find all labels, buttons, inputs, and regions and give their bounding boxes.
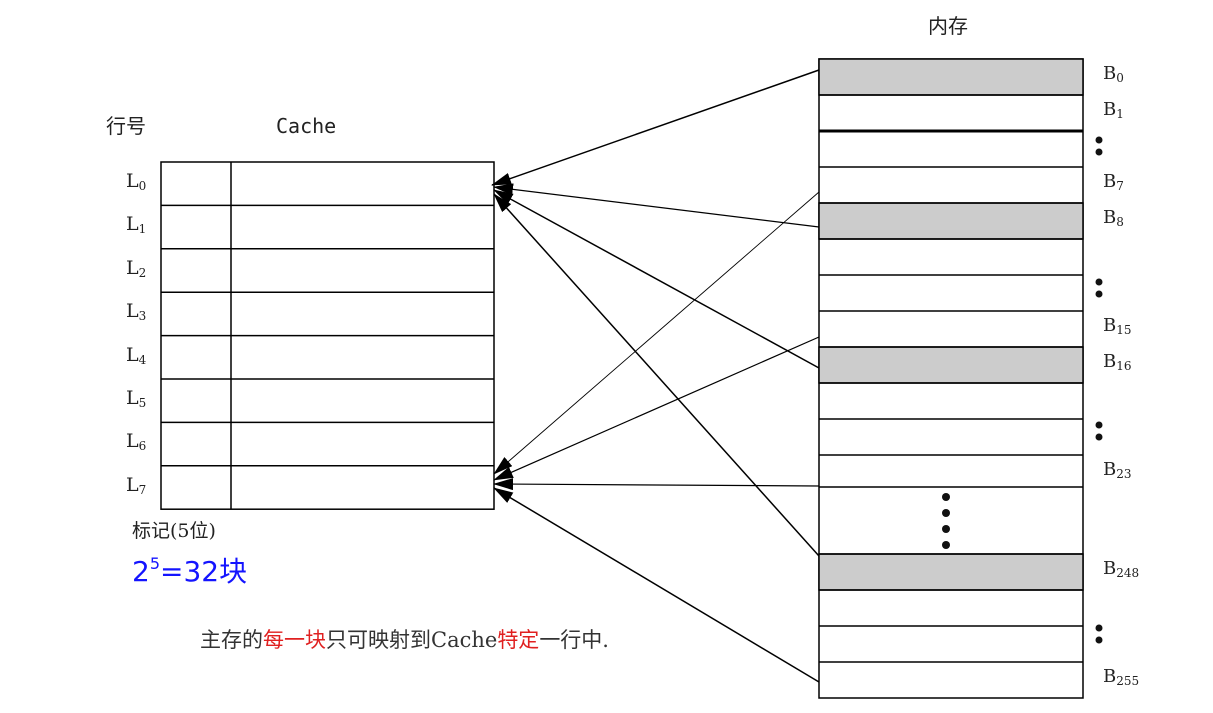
mapping-arrow: [493, 487, 820, 683]
mapping-arrow: [493, 478, 820, 491]
power-base: 2: [132, 555, 150, 588]
cache-line-label: L4: [126, 343, 147, 367]
mapping-arrow: [493, 189, 820, 369]
cache-line-label: L6: [126, 430, 147, 454]
cache-line-prefix: L: [126, 213, 139, 236]
side-ellipsis-dot: [1095, 433, 1103, 441]
memory-block-label: B15: [1103, 315, 1132, 337]
memory-block-shaded: [818, 202, 1084, 240]
memory-block-label: B248: [1103, 558, 1140, 580]
memory-block-index: 23: [1116, 467, 1132, 481]
line-number-title: 行号: [106, 114, 146, 138]
memory-block-label: B1: [1103, 99, 1124, 121]
memory-block-prefix: B: [1103, 666, 1117, 687]
memory-block-label: B8: [1103, 207, 1124, 229]
memory-block-shaded: [818, 553, 1084, 591]
memory-block-label: B16: [1103, 351, 1132, 373]
tag-label: 标记(5位): [132, 520, 216, 542]
ellipsis-dot: [942, 541, 950, 549]
memory-block-index: 7: [1116, 179, 1124, 193]
memory-block-label: B255: [1103, 666, 1140, 688]
cache-line-index: 6: [138, 439, 147, 454]
ellipsis-dot: [942, 493, 950, 501]
mapping-arrow: [493, 193, 820, 557]
memory-block-label: B23: [1103, 459, 1132, 481]
cache-line-label: L5: [126, 387, 147, 410]
memory-block-prefix: B: [1103, 558, 1117, 579]
cache-line-prefix: L: [126, 300, 139, 323]
caption-highlight-2: 特定: [497, 628, 540, 652]
memory-block-prefix: B: [1103, 459, 1117, 480]
cache-line-prefix: L: [126, 473, 139, 496]
mapping-caption: 主存的每一块只可映射到Cache特定一行中.: [200, 630, 609, 651]
cache-line-index: 7: [138, 482, 147, 497]
memory-block-prefix: B: [1103, 351, 1117, 372]
memory-block-prefix: B: [1103, 207, 1117, 228]
side-ellipsis-dot: [1095, 421, 1103, 429]
mapping-arrow: [493, 336, 820, 481]
cache-line-index: 2: [138, 265, 147, 280]
caption-part-1: 主存的: [200, 628, 263, 652]
cache-line-label: L1: [126, 213, 147, 237]
memory-block-index: 1: [1116, 107, 1124, 121]
cache-title: Cache: [276, 114, 337, 138]
power-result: =32块: [160, 555, 248, 588]
mapping-arrows: [491, 69, 820, 683]
memory-block-index: 255: [1116, 674, 1140, 688]
memory-block-index: 0: [1116, 71, 1124, 85]
mapping-arrow: [493, 191, 820, 475]
block-count-formula: 25=32块: [132, 556, 247, 586]
mapping-arrow: [493, 183, 820, 228]
cache-line-label: L7: [126, 473, 147, 497]
side-ellipsis-dot: [1095, 148, 1103, 156]
mapping-arrow: [491, 69, 820, 186]
side-ellipsis-dot: [1095, 636, 1103, 644]
cache-line-prefix: L: [126, 430, 139, 453]
cache-line-label: L3: [126, 300, 147, 324]
memory-block-shaded: [818, 346, 1084, 384]
ellipsis-dot: [942, 525, 950, 533]
memory-block-prefix: B: [1103, 63, 1117, 84]
cache-line-prefix: L: [126, 387, 139, 409]
side-ellipsis-dot: [1095, 624, 1103, 632]
cache-line-index: 1: [138, 222, 147, 237]
caption-part-5: 一行中.: [539, 628, 609, 652]
caption-part-3: 只可映射到Cache: [326, 628, 498, 652]
cache-line-index: 4: [138, 352, 147, 367]
memory-block-index: 16: [1116, 359, 1132, 373]
memory-column: [818, 58, 1103, 699]
cache-line-index: 0: [138, 179, 147, 193]
cache-line-index: 3: [138, 309, 147, 324]
side-ellipsis-dot: [1095, 290, 1103, 298]
side-ellipsis-dot: [1095, 136, 1103, 144]
power-exponent: 5: [149, 554, 161, 573]
memory-block-label: B0: [1103, 63, 1124, 85]
memory-block-prefix: B: [1103, 171, 1117, 192]
memory-block-prefix: B: [1103, 99, 1117, 120]
side-ellipsis-dot: [1095, 278, 1103, 286]
ellipsis-dot: [942, 509, 950, 517]
cache-line-label: L2: [126, 256, 147, 280]
memory-block-index: 8: [1116, 215, 1124, 229]
cache-line-prefix: L: [126, 343, 139, 366]
caption-highlight-1: 每一块: [263, 628, 326, 652]
cache-line-label: L0: [126, 170, 147, 193]
cache-table: [160, 161, 495, 510]
memory-block-shaded: [818, 58, 1084, 96]
cache-line-index: 5: [138, 396, 147, 410]
memory-block-index: 15: [1116, 323, 1132, 337]
memory-block-prefix: B: [1103, 315, 1117, 336]
cache-line-prefix: L: [126, 170, 139, 192]
memory-block-index: 248: [1116, 566, 1140, 580]
memory-block-label: B7: [1103, 171, 1124, 193]
memory-title: 内存: [928, 14, 968, 38]
cache-line-prefix: L: [126, 256, 139, 279]
